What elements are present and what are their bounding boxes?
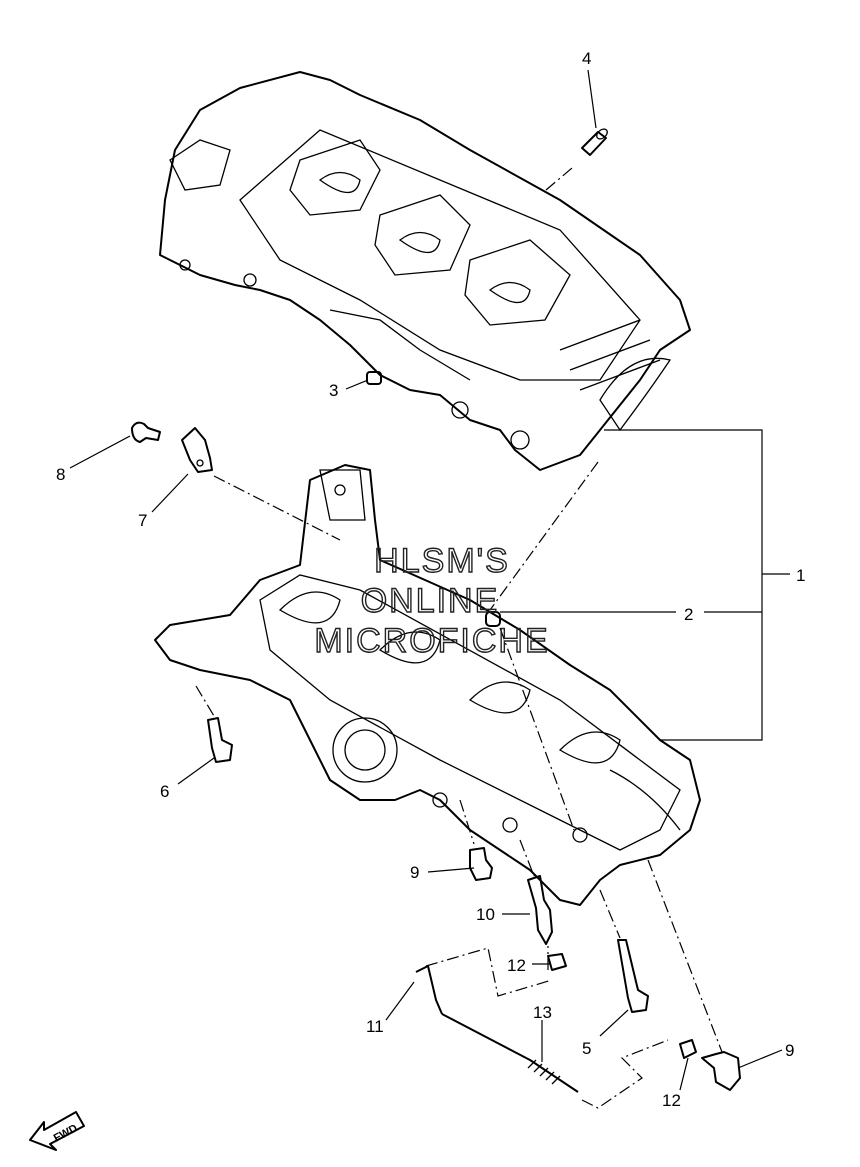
callout-12-left: 12 (507, 956, 526, 975)
watermark: HLSM'S ONLINE MICROFICHE (314, 541, 549, 660)
callout-10: 10 (476, 905, 495, 924)
callout-8: 8 (56, 465, 65, 484)
leader-lines (69, 69, 790, 1091)
hose-11 (415, 965, 443, 1015)
callout-1: 1 (796, 566, 805, 585)
bolt-5 (617, 939, 649, 1013)
callout-9-right: 9 (785, 1041, 794, 1060)
callout-4: 4 (582, 49, 591, 68)
watermark-line-3: MICROFICHE (314, 622, 549, 660)
callout-6: 6 (160, 782, 169, 801)
bolt-6 (207, 717, 233, 763)
dowel-pin-3 (366, 371, 382, 385)
bracket-7 (181, 427, 213, 473)
cap-12-left (547, 953, 567, 971)
bolt-8 (131, 421, 161, 443)
lower-crankcase (154, 464, 701, 906)
callout-9-left: 9 (410, 863, 419, 882)
cap-12-right (679, 1039, 697, 1059)
callout-7: 7 (138, 511, 147, 530)
pipe-10 (527, 875, 553, 945)
callout-13: 13 (533, 1003, 552, 1022)
watermark-line-2: ONLINE (361, 582, 500, 620)
callout-11: 11 (366, 1017, 384, 1036)
alignment-lines (195, 167, 723, 1109)
arrow-icon (29, 1111, 85, 1151)
fitting-9-left (469, 847, 493, 881)
callout-5: 5 (582, 1039, 591, 1058)
callout-12-right: 12 (662, 1091, 681, 1110)
hose-13 (441, 1013, 579, 1093)
fitting-9-right (701, 1051, 741, 1091)
watermark-line-1: HLSM'S (374, 542, 510, 580)
callout-3: 3 (329, 381, 338, 400)
dowel-pin-2 (485, 611, 501, 627)
dowel-pin-4 (581, 128, 608, 156)
callout-2: 2 (684, 605, 693, 624)
fwd-label: FWD (52, 1122, 80, 1144)
fwd-direction-badge: FWD (29, 1111, 85, 1151)
upper-crankcase (159, 71, 691, 471)
callout-labels: 4 3 8 7 1 2 6 9 10 12 11 13 5 9 12 (56, 49, 805, 1110)
